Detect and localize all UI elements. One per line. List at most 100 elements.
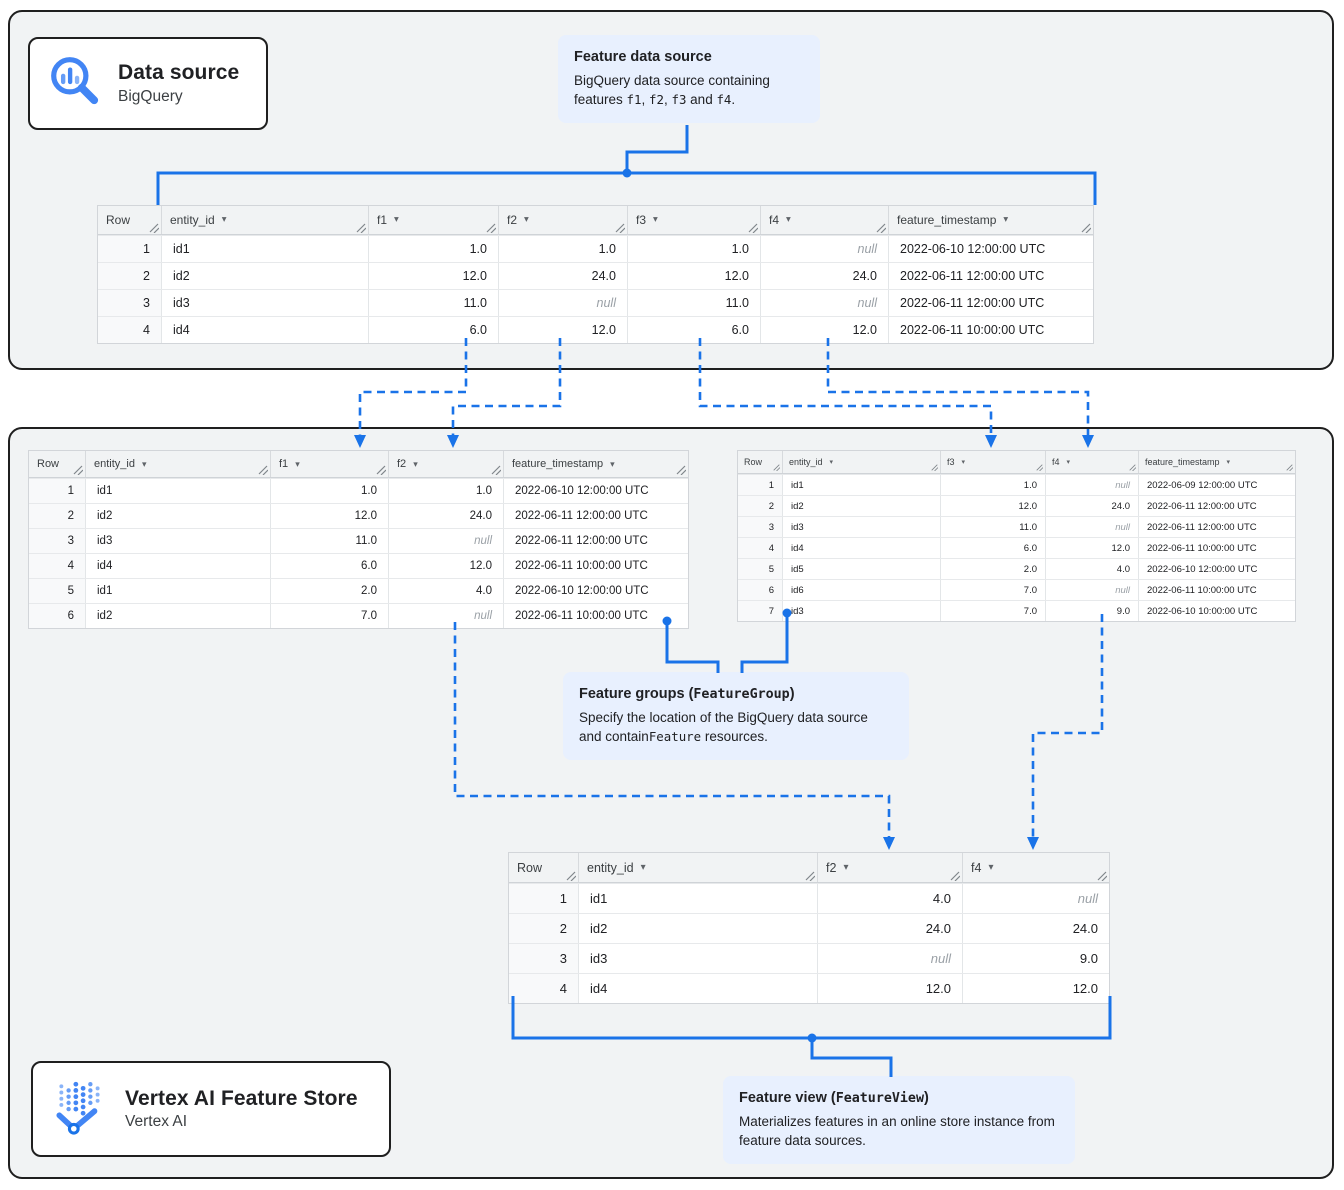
column-dropdown-icon[interactable]: ▾ [961, 457, 966, 467]
table-cell: 4.0 [1046, 559, 1139, 579]
table-cell: 2022-06-11 10:00:00 UTC [1147, 542, 1257, 554]
column-dropdown-icon[interactable]: ▾ [610, 458, 615, 469]
column-resize-icon[interactable] [1126, 461, 1137, 472]
table-cell: 2022-06-11 10:00:00 UTC [900, 323, 1045, 337]
column-header-entity_id[interactable]: entity_id▾ [86, 451, 271, 477]
column-header-f3[interactable]: f3▾ [941, 451, 1046, 473]
column-dropdown-icon[interactable]: ▾ [413, 458, 418, 469]
table-cell: 12.0 [369, 263, 499, 289]
column-header-entity_id[interactable]: entity_id▾ [783, 451, 941, 473]
vertex-ai-icon [51, 1078, 109, 1141]
column-header-Row[interactable]: Row [98, 206, 162, 234]
table-cell: null [1046, 475, 1139, 495]
column-header-f4[interactable]: f4 ▾ [1046, 451, 1139, 473]
column-header-f1[interactable]: f1▾ [369, 206, 499, 234]
column-resize-icon[interactable] [1081, 222, 1092, 234]
column-dropdown-icon[interactable]: ▾ [988, 861, 994, 873]
column-resize-icon[interactable] [486, 222, 497, 234]
column-dropdown-icon[interactable]: ▾ [141, 458, 147, 469]
callout-title: Feature groups (FeatureGroup) [579, 686, 795, 702]
card-subtitle: BigQuery [118, 87, 183, 105]
table-cell: 24.0 [761, 263, 889, 289]
column-resize-icon[interactable] [876, 222, 887, 234]
table-cell: 1.0 [941, 475, 1046, 495]
table-cell: id4 [783, 538, 941, 558]
column-dropdown-icon[interactable]: ▾ [640, 861, 646, 873]
table-cell: id3 [783, 601, 941, 621]
column-dropdown-icon[interactable]: ▾ [653, 214, 658, 226]
column-dropdown-icon[interactable]: ▾ [843, 861, 849, 873]
column-dropdown-icon[interactable]: ▾ [221, 214, 227, 226]
table-cell: 1.0 [389, 479, 504, 503]
column-dropdown-icon[interactable]: ▾ [1066, 457, 1071, 467]
table-cell: id2 [783, 496, 941, 516]
card-subtitle: Vertex AI [125, 1113, 188, 1131]
table-cell: 4 [509, 974, 579, 1003]
column-header-f3[interactable]: f3▾ [628, 206, 761, 234]
table-cell: 12.0 [761, 317, 889, 343]
table-cell: 2022-06-10 10:00:00 UTC [1147, 605, 1258, 617]
column-resize-icon[interactable] [950, 870, 961, 882]
column-label: Row [744, 457, 763, 467]
column-header-Row[interactable]: Row [29, 451, 86, 477]
column-dropdown-icon[interactable]: ▾ [295, 458, 300, 469]
column-dropdown-icon[interactable]: ▾ [1003, 214, 1009, 226]
column-resize-icon[interactable] [928, 461, 939, 472]
column-label: feature_timestamp [1145, 457, 1220, 467]
table-cell: 4.0 [818, 884, 963, 913]
column-dropdown-icon[interactable]: ▾ [829, 457, 834, 467]
column-dropdown-icon[interactable]: ▾ [786, 214, 791, 226]
table-cell: id4 [579, 974, 818, 1003]
table-cell: 2022-06-11 12:00:00 UTC [515, 535, 648, 547]
table-cell: 9.0 [1079, 951, 1098, 966]
column-header-f2[interactable]: f2 ▾ [389, 451, 504, 477]
column-header-Row[interactable]: Row [738, 451, 783, 473]
column-header-feature_timestamp[interactable]: feature_timestamp▾ [889, 206, 1093, 234]
column-header-feature_timestamp[interactable]: feature_timestamp ▾ [1139, 451, 1295, 473]
column-resize-icon[interactable] [1033, 461, 1044, 472]
column-resize-icon[interactable] [566, 870, 577, 882]
column-resize-icon[interactable] [748, 222, 759, 234]
column-resize-icon[interactable] [149, 222, 160, 234]
column-resize-icon[interactable] [676, 465, 687, 476]
column-resize-icon[interactable] [376, 465, 387, 476]
table-cell: 3 [29, 529, 86, 553]
table-cell: 2022-06-11 12:00:00 UTC [515, 510, 648, 522]
column-resize-icon[interactable] [73, 465, 84, 476]
column-resize-icon[interactable] [356, 222, 367, 234]
card-title: Data source [118, 61, 240, 85]
column-header-f4[interactable]: f4▾ [761, 206, 889, 234]
column-resize-icon[interactable] [615, 222, 626, 234]
column-header-Row[interactable]: Row [509, 853, 579, 882]
column-dropdown-icon[interactable]: ▾ [394, 214, 399, 226]
column-resize-icon[interactable] [1283, 461, 1294, 472]
column-dropdown-icon[interactable]: ▾ [524, 214, 529, 226]
table-cell: 3 [98, 290, 162, 316]
table-cell: id1 [86, 479, 271, 503]
column-resize-icon[interactable] [805, 870, 816, 882]
column-header-f2[interactable]: f2▾ [818, 853, 963, 882]
column-header-entity_id[interactable]: entity_id▾ [579, 853, 818, 882]
column-resize-icon[interactable] [770, 461, 781, 472]
column-header-f4[interactable]: f4▾ [963, 853, 1109, 882]
column-dropdown-icon[interactable]: ▾ [1226, 457, 1231, 467]
column-resize-icon[interactable] [258, 465, 269, 476]
column-resize-icon[interactable] [491, 465, 502, 476]
column-header-feature_timestamp[interactable]: feature_timestamp▾ [504, 451, 688, 477]
table-cell: 24.0 [1046, 496, 1139, 516]
column-resize-icon[interactable] [1097, 870, 1108, 882]
column-header-entity_id[interactable]: entity_id▾ [162, 206, 369, 234]
column-label: f4 [1052, 457, 1060, 467]
table-cell: null [761, 236, 889, 262]
column-label: f2 [397, 458, 407, 470]
table-cell: 4.0 [389, 579, 504, 603]
column-header-f2[interactable]: f2▾ [499, 206, 628, 234]
table-cell: 6 [738, 580, 783, 600]
column-header-f1[interactable]: f1▾ [271, 451, 389, 477]
